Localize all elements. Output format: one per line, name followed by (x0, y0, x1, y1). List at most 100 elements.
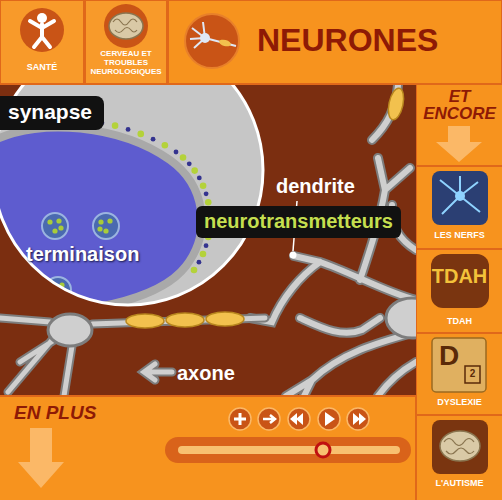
down-arrow (18, 428, 64, 488)
player-controls (229, 408, 369, 430)
neurotransmitter-dot (197, 176, 202, 181)
topic-button: LES NERFS (417, 167, 502, 249)
forward-symbol (353, 413, 360, 425)
button-panel (0, 0, 84, 84)
panel-separator (0, 395, 416, 397)
brain-shape (109, 13, 143, 39)
plus-symbol (234, 413, 246, 425)
axon-tree (0, 318, 265, 396)
slider-knob (316, 443, 330, 457)
vesicle-dot (103, 228, 108, 233)
dendrite-outline (250, 85, 416, 396)
neurotransmitter-dot (112, 122, 119, 129)
figure-head (37, 13, 47, 23)
leader-dot (290, 252, 297, 259)
button-label: TDAH (417, 316, 502, 326)
neurotransmitter-dot (187, 161, 192, 166)
neurotransmitter-dot (200, 182, 207, 189)
neurotransmitter-dot (191, 267, 198, 274)
vesicle-dot (47, 219, 52, 224)
slider-track (178, 446, 400, 454)
callout-text: neurotransmetteurs (204, 210, 393, 233)
vesicle-dot (98, 219, 103, 224)
icon-letter: D (439, 340, 467, 372)
callout-text: synapse (8, 100, 92, 124)
vesicle-dot (55, 292, 60, 297)
neuron-icon (185, 14, 239, 68)
icon-tile (432, 420, 488, 474)
topic-button: L'AUTISME (417, 416, 502, 500)
section-heading: EN PLUS (14, 402, 96, 424)
part-label: axone (177, 362, 235, 385)
menu-button: CERVEAU ET TROUBLES NEUROLOGIQUES (85, 0, 167, 84)
control-button (318, 408, 340, 430)
neurotransmitter-dot (204, 243, 209, 248)
vesicle-dot (97, 226, 102, 231)
nerve-branches (440, 176, 480, 214)
rewind-symbol (296, 413, 303, 425)
myelin-segment (206, 312, 244, 326)
vesicle (42, 213, 68, 239)
neurotransmitter-dot (151, 137, 156, 142)
myelin-segment (166, 313, 204, 327)
vesicle-dot (56, 218, 61, 223)
topic-button: D2DYSLEXIE (417, 334, 502, 415)
neuron-illustration (0, 85, 416, 396)
next-symbol (263, 415, 275, 423)
top-bar (0, 0, 502, 84)
magnifier-rim (0, 85, 263, 305)
slider-frame (165, 437, 411, 463)
topic-button: TDAH TDAH (417, 250, 502, 333)
icon-disc (20, 8, 64, 52)
neurotransmitter-dot (204, 191, 209, 196)
section-heading: ET ENCORE (417, 88, 502, 122)
vesicle-dot (52, 228, 57, 233)
vesicle-wall (42, 213, 68, 239)
health-icon (20, 8, 64, 52)
neuron-branches (190, 22, 236, 48)
icon-tile (432, 338, 486, 392)
brain-shape (440, 431, 480, 461)
icon-text: TDAH (417, 265, 502, 288)
autism-icon (432, 420, 488, 474)
neurotransmitter-dot (126, 127, 131, 132)
neuron-body (200, 33, 210, 43)
axon-outline (0, 318, 265, 396)
title-panel (168, 0, 502, 84)
side-panel (416, 85, 502, 500)
myelin-segment (386, 87, 406, 121)
rewind-symbol (290, 413, 297, 425)
neurotransmitter-dot (162, 142, 169, 149)
button-label: SANTÉ (0, 62, 84, 72)
neurotransmitter-dots (0, 115, 213, 273)
control-button (347, 408, 369, 430)
panel-separators (416, 85, 502, 500)
button-label: DYSLEXIE (417, 397, 502, 407)
down-arrow (436, 126, 482, 162)
brain-icon (104, 4, 148, 48)
vesicle (93, 213, 119, 239)
neurotransmitter-dot (191, 167, 198, 174)
vesicle-dot (58, 225, 63, 230)
neurotransmitter-dot (205, 199, 212, 206)
play-symbol (325, 412, 335, 426)
brain-folds (444, 439, 474, 455)
control-button (258, 408, 280, 430)
button-panel (85, 0, 167, 84)
nerve-body (455, 191, 465, 201)
neurotransmitter-dot (197, 260, 202, 265)
myelin-segment (218, 39, 231, 48)
control-button (229, 408, 251, 430)
button-label: LES NERFS (417, 230, 502, 240)
synapse-magnifier (0, 85, 270, 313)
part-label: terminaison (26, 243, 139, 266)
cell-body (48, 314, 92, 346)
neurotransmitter-dot (180, 154, 187, 161)
part-label: dendrite (276, 175, 355, 198)
icon-disc (185, 14, 239, 68)
neurotransmitter-dot (174, 150, 179, 155)
nerves-icon (432, 171, 488, 225)
button-label: CERVEAU ET TROUBLES NEUROLOGIQUES (86, 50, 166, 76)
